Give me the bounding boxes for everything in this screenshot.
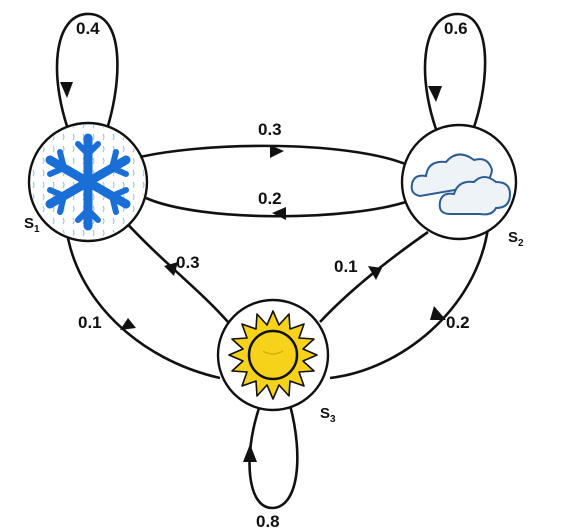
state-label-s1: S1 [24, 215, 40, 235]
prob-s2-s3: 0.2 [446, 313, 470, 332]
edge-s3-s1-arrowhead [120, 318, 136, 330]
edge-s3-s2-arrowhead [368, 266, 382, 280]
edge-s1-s3-arrowhead [164, 262, 178, 276]
snowflake-icon [45, 133, 131, 231]
prob-s3-s3: 0.8 [256, 512, 280, 531]
state-node-s3 [216, 298, 330, 412]
state-node-s1 [27, 121, 149, 243]
prob-s3-s2: 0.1 [334, 257, 358, 276]
state-node-s2 [400, 123, 518, 241]
edge-s1-s2 [127, 144, 415, 170]
edge-s3-s2 [319, 230, 429, 323]
prob-s3-s1: 0.1 [78, 313, 102, 332]
edge-s1-s1-arrowhead [60, 82, 73, 98]
edge-s3-s3 [248, 404, 299, 510]
prob-s1-s1: 0.4 [76, 19, 100, 38]
edge-s3-s1 [64, 225, 221, 380]
edge-s1-s1 [55, 12, 119, 141]
edge-s2-s2 [423, 12, 487, 141]
edge-s1-s3 [121, 217, 229, 323]
sun-icon [228, 310, 318, 400]
state-label-s2: S2 [508, 229, 524, 249]
edge-s2-s3-arrowhead [430, 306, 446, 320]
prob-s1-s3: 0.3 [176, 253, 200, 272]
cloud-icon [410, 153, 512, 216]
prob-s2-s1: 0.2 [258, 189, 282, 208]
edge-s2-s2-arrowhead [428, 86, 442, 102]
state-label-s3: S3 [320, 405, 336, 425]
edge-s2-s1 [145, 196, 413, 218]
prob-s1-s2: 0.3 [258, 120, 282, 139]
edge-s3-s3-arrowhead [243, 444, 257, 462]
prob-s2-s2: 0.6 [444, 19, 468, 38]
edge-s2-s1-arrowhead [272, 207, 286, 220]
edge-s2-s3 [329, 227, 490, 380]
edge-s1-s2-arrowhead [270, 145, 284, 158]
